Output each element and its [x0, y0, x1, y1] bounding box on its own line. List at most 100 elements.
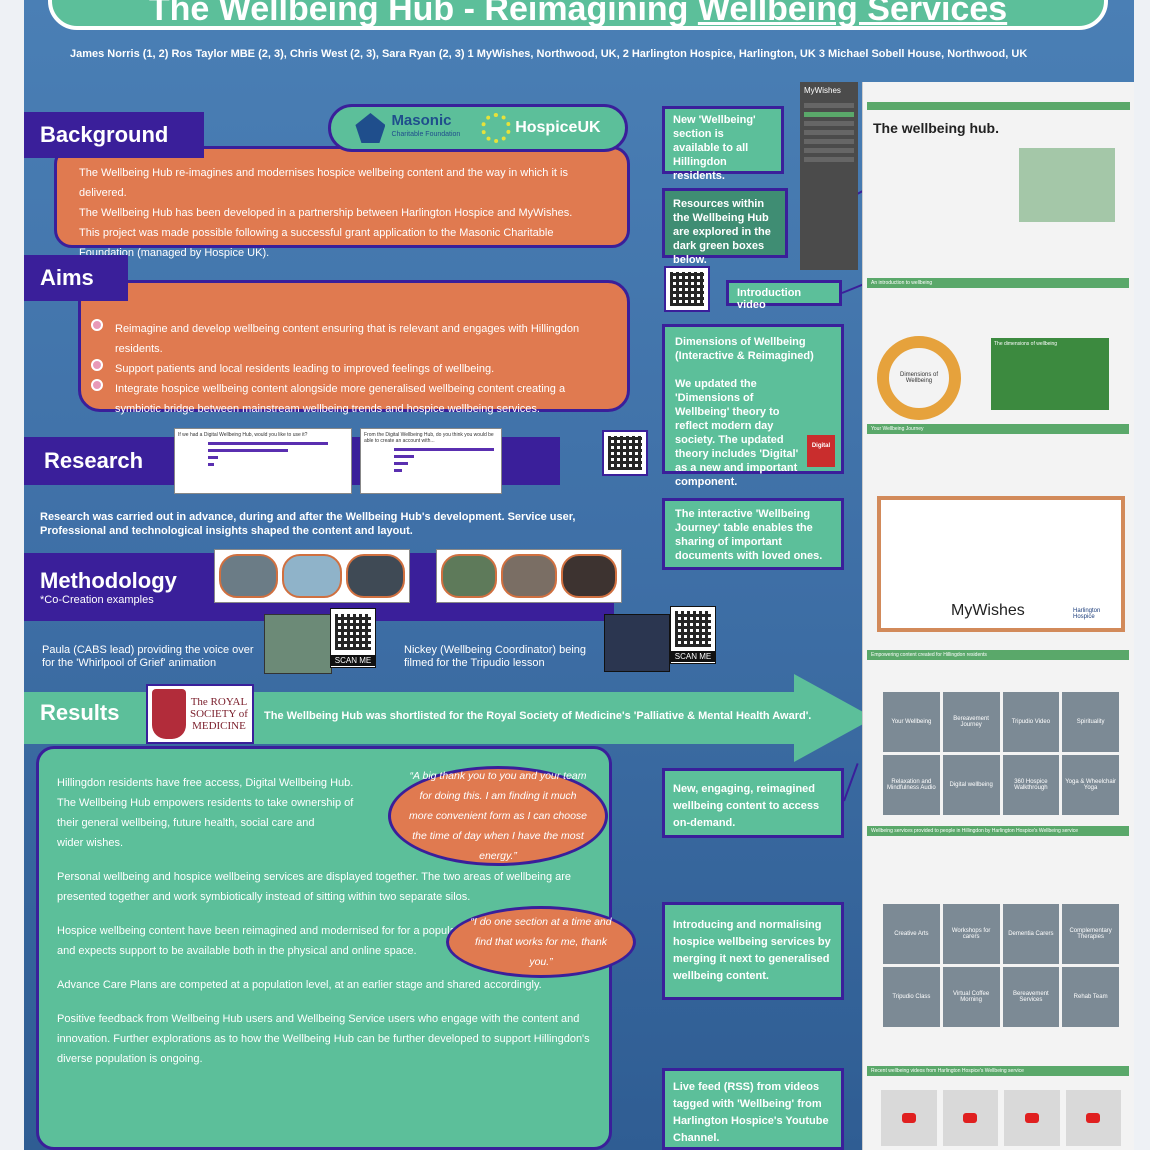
chart-2-title: From the Digital Wellbeing Hub, do you t… [364, 432, 494, 444]
callout-rss: Live feed (RSS) from videos tagged with … [662, 1068, 844, 1150]
service-tile[interactable]: Creative Arts [883, 904, 940, 964]
qr-intro-video[interactable] [664, 266, 710, 312]
harlington-logo: Harlington Hospice [1073, 608, 1101, 620]
rsm-line-1: The ROYAL [190, 696, 248, 708]
service-tile[interactable]: Workshops for carers [942, 904, 1000, 964]
video-thumb[interactable] [881, 1090, 937, 1146]
dimensions-title: Dimensions of Wellbeing (Interactive & R… [675, 336, 814, 362]
service-tile[interactable]: Tripudio Class [883, 967, 940, 1027]
content-tile[interactable]: Yoga & Wheelchair Yoga [1062, 755, 1119, 815]
hub-title: The wellbeing hub. [873, 120, 999, 136]
content-tile[interactable]: Your Wellbeing [883, 692, 940, 752]
qr-scan-1[interactable]: SCAN ME [330, 608, 376, 668]
results-p2: Personal wellbeing and hospice wellbeing… [57, 871, 572, 903]
research-text: Research was carried out in advance, dur… [40, 511, 576, 537]
nav-item-active[interactable] [804, 112, 854, 117]
nav-item[interactable] [804, 121, 854, 126]
callout-new-section: New 'Wellbeing' section is available to … [662, 106, 784, 182]
chart-bar [208, 449, 288, 452]
methodology-heading: Methodology [40, 568, 177, 593]
content-tile[interactable]: Relaxation and Mindfulness Audio [883, 755, 940, 815]
title-prefix: The Wellbeing Hub - Reimagining [148, 0, 698, 28]
background-box: The Wellbeing Hub re-imagines and modern… [54, 146, 630, 259]
video-thumb[interactable] [1065, 1090, 1121, 1146]
qr-scan-2[interactable]: SCAN ME [670, 606, 716, 664]
masonic-name: Masonic [391, 112, 452, 129]
services-tiles: Creative Arts Workshops for carers Demen… [883, 904, 1119, 1027]
video-thumb[interactable] [1004, 1090, 1060, 1146]
service-tile[interactable]: Virtual Coffee Morning [942, 967, 1000, 1027]
content-tile[interactable]: Spirituality [1062, 692, 1119, 752]
quote-2-text: “I do one section at a time and find tha… [470, 916, 612, 968]
results-heading: Results [40, 700, 120, 725]
nav-item[interactable] [804, 130, 854, 135]
nav-item[interactable] [804, 157, 854, 162]
play-icon [1024, 1113, 1039, 1123]
aims-heading: Aims [24, 255, 128, 301]
title-underlined: Wellbeing Services [697, 0, 1008, 28]
scan-me-label: SCAN ME [331, 655, 375, 666]
video-feed [881, 1090, 1121, 1146]
service-tile[interactable]: Rehab Team [1062, 967, 1119, 1027]
background-line-1: The Wellbeing Hub re-imagines and modern… [79, 167, 568, 199]
aims-item: Integrate hospice wellbeing content alon… [91, 379, 611, 419]
my-wellbeing-bar [867, 102, 1130, 110]
callout-resources: Resources within the Wellbeing Hub are e… [662, 188, 788, 266]
journey-bar: Your Wellbeing Journey [867, 424, 1129, 434]
video-frame [561, 554, 617, 598]
background-line-3: This project was made possible following… [79, 227, 554, 259]
quote-bubble-2: “I do one section at a time and find tha… [446, 906, 636, 978]
chart-bar [394, 469, 402, 472]
hub-video [1019, 148, 1115, 222]
aims-box: Reimagine and develop wellbeing content … [78, 280, 630, 415]
content-tile[interactable]: Tripudio Video [1002, 692, 1060, 752]
video-frame [441, 554, 497, 598]
rsm-logo: The ROYAL SOCIETY of MEDICINE [146, 684, 254, 744]
callout-on-demand: New, engaging, reimagined wellbeing cont… [662, 768, 844, 838]
background-line-2: The Wellbeing Hub has been developed in … [79, 207, 573, 219]
funder-logos: Masonic Charitable Foundation HospiceUK [328, 104, 628, 152]
aims-item-text: Support patients and local residents lea… [115, 363, 495, 375]
sun-icon [481, 113, 512, 143]
quote-1-text: “A big thank you to you and your team fo… [409, 770, 588, 862]
hospiceuk-logo: HospiceUK [481, 113, 601, 143]
cocreation-strip-2 [436, 549, 622, 603]
animation-frame [282, 554, 342, 598]
service-tile[interactable]: Bereavement Services [1002, 967, 1060, 1027]
play-icon [963, 1113, 978, 1123]
qr-code-icon [671, 607, 715, 651]
callout-intro-video[interactable]: Introduction video [726, 280, 842, 311]
dimensions-wheel: Dimensions of Wellbeing [877, 336, 961, 420]
chart-bar [208, 463, 214, 466]
callout-journey: The interactive 'Wellbeing Journey' tabl… [662, 498, 844, 570]
background-heading: Background [24, 112, 204, 158]
video-thumb[interactable] [942, 1090, 998, 1146]
results-p4: Advance Care Plans are competed at a pop… [57, 979, 542, 991]
nav-item[interactable] [804, 139, 854, 144]
service-tile[interactable]: Dementia Carers [1002, 904, 1060, 964]
qr-dimensions[interactable] [602, 430, 648, 476]
animation-frame [345, 554, 405, 598]
poster: The Wellbeing Hub - Reimagining Wellbein… [24, 0, 1134, 1150]
results-p5: Positive feedback from Wellbeing Hub use… [57, 1013, 590, 1065]
content-tile[interactable]: Digital wellbeing [942, 755, 1000, 815]
dims-center-label: Dimensions of Wellbeing [899, 372, 938, 384]
dims-panel: The dimensions of wellbeing [991, 338, 1109, 410]
methodology-caption-1: Paula (CABS lead) providing the voice ov… [42, 644, 254, 669]
hub-screenshot: The wellbeing hub. An introduction to we… [862, 82, 1134, 1150]
nav-item[interactable] [804, 148, 854, 153]
qr-code-icon [331, 609, 375, 655]
chart-bar [394, 462, 408, 465]
videos-bar: Recent wellbeing videos from Harlington … [867, 1066, 1129, 1076]
play-icon [901, 1113, 916, 1123]
digital-label: Digital [811, 443, 831, 449]
animation-still [264, 614, 332, 674]
nav-item[interactable] [804, 103, 854, 108]
research-chart-2: From the Digital Wellbeing Hub, do you t… [360, 428, 502, 494]
content-tile[interactable]: Bereavement Journey [942, 692, 1000, 752]
content-tile[interactable]: 360 Hospice Walkthrough [1002, 755, 1060, 815]
bullet-icon [91, 359, 103, 371]
play-icon [1086, 1113, 1101, 1123]
masonic-logo: Masonic Charitable Foundation [355, 109, 460, 147]
service-tile[interactable]: Complementary Therapies [1062, 904, 1119, 964]
